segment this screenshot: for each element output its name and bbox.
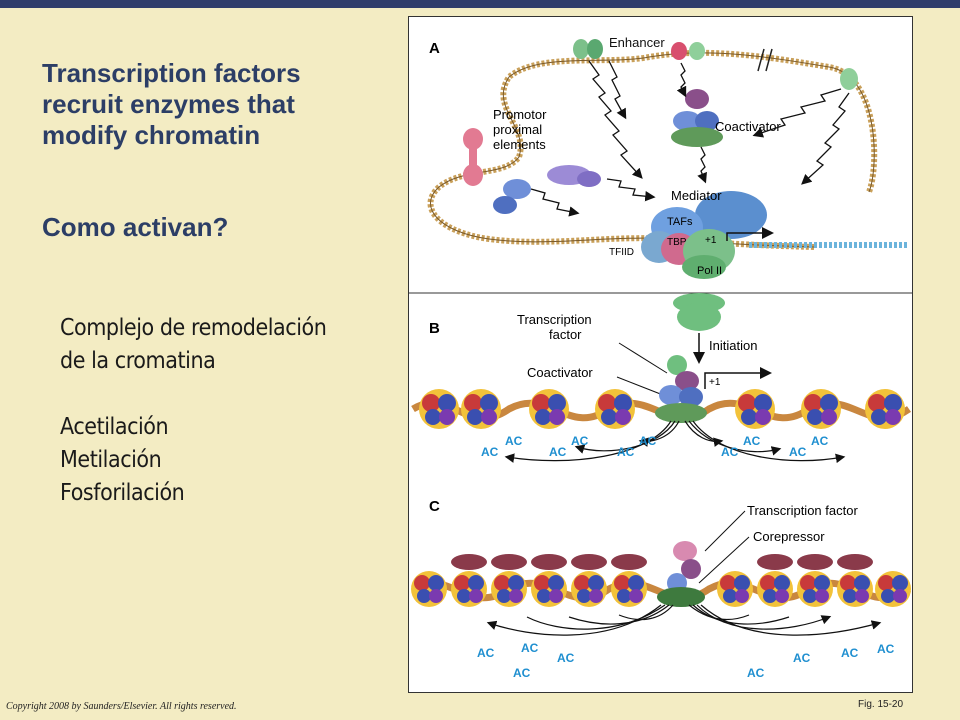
- ac-label: AC: [513, 666, 531, 680]
- ac-labels-c: AC AC AC AC AC AC AC AC: [477, 641, 895, 680]
- coactivator-label-b: Coactivator: [527, 365, 593, 380]
- ac-label: AC: [793, 651, 811, 665]
- slide-body: Complejo de remodelación de la cromatina…: [60, 312, 366, 510]
- coactivator-complex: [671, 89, 723, 147]
- tfiid-label: TFIID: [609, 247, 634, 258]
- plus1-label-a: +1: [705, 235, 717, 246]
- repressor-complex: [657, 541, 705, 607]
- ac-label: AC: [571, 434, 589, 448]
- initiation-label: Initiation: [709, 338, 757, 353]
- copyright-note: Copyright 2008 by Saunders/Elsevier. All…: [6, 701, 237, 712]
- panel-b-letter: B: [429, 320, 440, 337]
- ac-label: AC: [477, 646, 495, 660]
- body-line-chromatin: de la cromatina: [60, 348, 216, 374]
- corepressor-label: Corepressor: [753, 529, 825, 544]
- promotor-label-3: elements: [493, 137, 546, 152]
- ac-label: AC: [639, 434, 657, 448]
- ac-label: AC: [557, 651, 575, 665]
- ac-label: AC: [841, 646, 859, 660]
- ac-label: AC: [505, 434, 523, 448]
- top-bar: [0, 0, 960, 8]
- promotor-factors: [463, 128, 601, 214]
- body-line-remodeling: Complejo de remodelación: [60, 315, 327, 341]
- body-line-methylation: Metilación: [60, 447, 162, 473]
- figure-diagram: A Enhancer Promotor proximal elements Co…: [409, 35, 912, 680]
- panel-c-letter: C: [429, 498, 440, 515]
- pol2-label: Pol II: [697, 265, 722, 277]
- figure-reference: Fig. 15-20: [858, 699, 904, 710]
- compaction-proteins: [451, 554, 873, 570]
- body-line-acetylation: Acetilación: [60, 414, 169, 440]
- ac-labels-b: AC AC AC AC AC AC AC AC AC AC: [481, 434, 829, 459]
- tbp-label: TBP: [667, 237, 687, 248]
- panel-a-letter: A: [429, 40, 440, 57]
- nucleosomes-c: [411, 571, 911, 607]
- enhancer-proteins: [573, 39, 705, 60]
- acetylation-arrows: [504, 420, 846, 464]
- slide-question: Como activan?: [42, 212, 229, 242]
- tf-label-b-1: Transcription: [517, 312, 592, 327]
- ac-label: AC: [877, 642, 895, 656]
- mediator-complex: [641, 191, 767, 279]
- promotor-label-2: proximal: [493, 122, 542, 137]
- nucleosomes-b: [419, 389, 905, 429]
- ac-label: AC: [747, 666, 765, 680]
- plus1-label-b: +1: [709, 377, 721, 388]
- figure-panel: A Enhancer Promotor proximal elements Co…: [408, 16, 913, 693]
- activator-complex-b: [655, 355, 707, 423]
- pol2-moving: [673, 293, 725, 331]
- ac-label: AC: [549, 445, 567, 459]
- ac-label: AC: [521, 641, 539, 655]
- mediator-label: Mediator: [671, 188, 722, 203]
- ac-label: AC: [481, 445, 499, 459]
- tafs-label: TAFs: [667, 216, 693, 228]
- ac-label: AC: [721, 445, 739, 459]
- ac-label: AC: [811, 434, 829, 448]
- tf-label-c: Transcription factor: [747, 503, 858, 518]
- recruitment-arrows: [530, 60, 850, 217]
- enhancer-label: Enhancer: [609, 35, 665, 50]
- promotor-label-1: Promotor: [493, 107, 547, 122]
- coactivator-label-a: Coactivator: [715, 119, 781, 134]
- ac-label: AC: [789, 445, 807, 459]
- slide-title: Transcription factors recruit enzymes th…: [42, 58, 301, 150]
- tf-label-b-2: factor: [549, 327, 582, 342]
- body-line-phosphorylation: Fosforilación: [60, 480, 185, 506]
- ac-label: AC: [743, 434, 761, 448]
- distal-factor: [840, 68, 858, 90]
- ac-label: AC: [617, 445, 635, 459]
- deacetylation-arrows: [486, 604, 882, 636]
